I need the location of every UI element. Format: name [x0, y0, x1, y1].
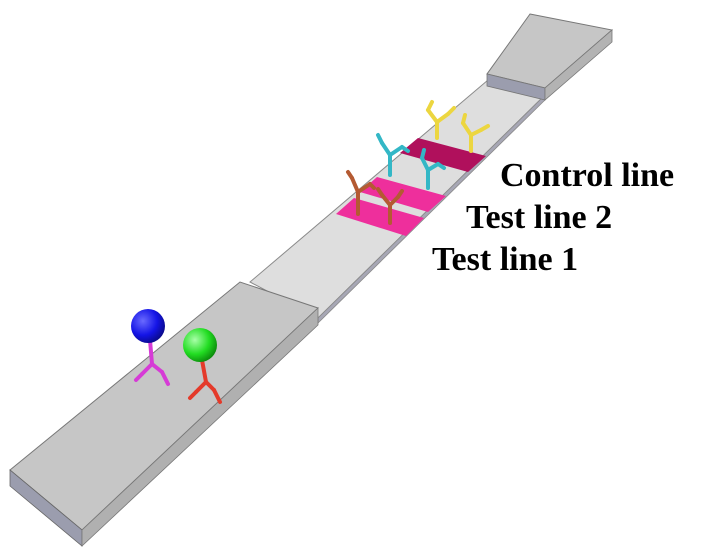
sample-pad	[9, 281, 319, 547]
antibody-red-icon	[188, 358, 222, 404]
control-line-label: Control line	[500, 157, 674, 194]
sample-pad-top	[9, 281, 319, 531]
antibody-cyan-icon	[376, 133, 410, 177]
sample-pad-side	[81, 307, 319, 547]
absorbent-pad-end	[544, 29, 613, 101]
antibody-brown-icon	[346, 170, 376, 216]
absorbent-pad	[486, 13, 614, 101]
green-conjugate	[183, 328, 222, 404]
antibody-brown-icon	[376, 187, 404, 225]
antibody-yellow-icon	[461, 113, 490, 153]
antibody-cyan-icon	[420, 148, 446, 190]
test-line-2-band	[360, 177, 446, 212]
antibody-magenta-icon	[134, 338, 170, 386]
test-line-2-label: Test line 2	[466, 199, 612, 236]
green-particle-icon	[183, 328, 217, 362]
blue-particle-icon	[131, 309, 165, 343]
test-line-1-label: Test line 1	[432, 241, 578, 278]
control-line-band	[400, 138, 486, 172]
blue-conjugate	[131, 309, 170, 386]
antibody-yellow-icon	[426, 100, 456, 140]
